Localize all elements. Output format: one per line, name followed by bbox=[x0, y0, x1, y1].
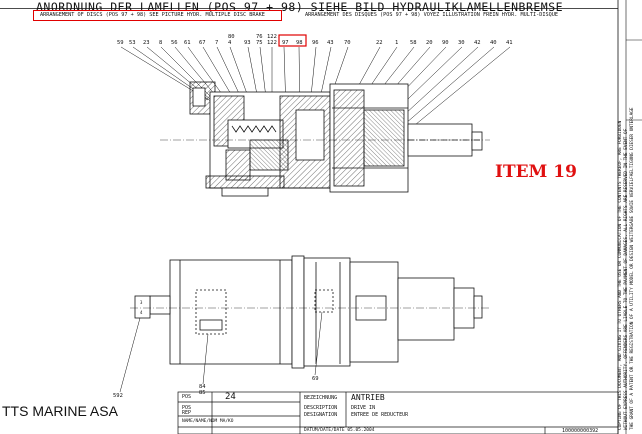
pos-number-1: 1 bbox=[395, 40, 399, 46]
title-block-pos-value: 24 bbox=[225, 392, 236, 402]
svg-text:4: 4 bbox=[140, 310, 143, 315]
pos-number-58: 58 bbox=[410, 40, 417, 46]
pos-number-97: 97 bbox=[282, 40, 289, 46]
drawing-subtitle-right: ARRANGEMENT DES DISQUES (POS 97 + 98) VO… bbox=[305, 12, 558, 18]
highlight-box-subtitle bbox=[33, 10, 282, 21]
pos-number-67: 67 bbox=[199, 40, 206, 46]
pos-number-upper-76: 76 bbox=[256, 34, 263, 40]
title-block-bezeichnung-value: ANTRIEB bbox=[351, 393, 385, 402]
title-block-designation-label: DESIGNATION bbox=[304, 412, 338, 418]
pos-number-43: 43 bbox=[327, 40, 334, 46]
title-block-description-label: DESCRIPTION bbox=[304, 405, 338, 411]
pos-number-56: 56 bbox=[171, 40, 178, 46]
pos-number-42: 42 bbox=[474, 40, 481, 46]
copyright-line-3: THE GRANT OF A PATENT OR THE REGISTRATIO… bbox=[630, 107, 635, 431]
item-label: ITEM 19 bbox=[495, 162, 577, 182]
upper-sectional-assembly bbox=[189, 81, 483, 197]
pos-number-4: 4 bbox=[228, 40, 232, 46]
pos-number-90: 90 bbox=[442, 40, 449, 46]
pos-number-93: 93 bbox=[244, 40, 251, 46]
copyright-notice: COPYING OF THIS DOCUMENT, AND GIVING IT … bbox=[618, 108, 636, 431]
title-block-rep: REP bbox=[182, 410, 192, 416]
pos-number-69: 69 bbox=[312, 376, 319, 382]
pos-number-122: 122 bbox=[267, 40, 277, 46]
pos-number-53: 53 bbox=[129, 40, 136, 46]
pos-number-59: 59 bbox=[117, 40, 124, 46]
leader-lines-lower bbox=[119, 311, 323, 393]
svg-text:3: 3 bbox=[140, 300, 143, 305]
pos-number-40: 40 bbox=[490, 40, 497, 46]
title-block-bezeichnung-label: BEZEICHNUNG bbox=[304, 395, 338, 401]
company-name: TTS MARINE ASA bbox=[2, 403, 118, 419]
highlight-box-97-98 bbox=[278, 34, 307, 47]
pos-number-70: 70 bbox=[344, 40, 351, 46]
pos-number-61: 61 bbox=[184, 40, 191, 46]
title-block-description-value: DRIVE IN bbox=[351, 405, 376, 411]
drawing-subtitle-left: ARRANGEMENT OF DISCS (POS 97 + 98) SEE P… bbox=[40, 12, 265, 18]
title-block-name-row: NAME/NAME/NOM MA/KO bbox=[182, 419, 234, 424]
title-block-drawing-number: 100000000392 bbox=[562, 428, 599, 434]
pos-number-98: 98 bbox=[296, 40, 303, 46]
title-block-pos-fr: POS bbox=[182, 405, 192, 411]
pos-number-22: 22 bbox=[376, 40, 383, 46]
pos-number-592: 592 bbox=[113, 393, 123, 399]
title-block-designation-value: ENTREE DE REDUCTEUR bbox=[351, 412, 409, 418]
pos-number-8: 8 bbox=[159, 40, 163, 46]
title-block-pos-label: POS bbox=[182, 394, 192, 400]
pos-number-41: 41 bbox=[506, 40, 513, 46]
title-block-date-row: DATUM/DATE/DATE 05.05.2004 bbox=[304, 428, 375, 433]
pos-number-75: 75 bbox=[256, 40, 263, 46]
pos-number-96: 96 bbox=[312, 40, 319, 46]
title-block bbox=[177, 391, 619, 434]
pos-number-85: 85 bbox=[199, 390, 206, 396]
pos-number-upper-122: 122 bbox=[267, 34, 277, 40]
pos-number-30: 30 bbox=[458, 40, 465, 46]
lower-exterior-assembly: 3 4 bbox=[134, 255, 483, 369]
pos-number-84: 84 bbox=[199, 384, 206, 390]
pos-number-7: 7 bbox=[215, 40, 219, 46]
pos-number-20: 20 bbox=[426, 40, 433, 46]
pos-number-upper-80: 80 bbox=[228, 34, 235, 40]
pos-number-23: 23 bbox=[143, 40, 150, 46]
